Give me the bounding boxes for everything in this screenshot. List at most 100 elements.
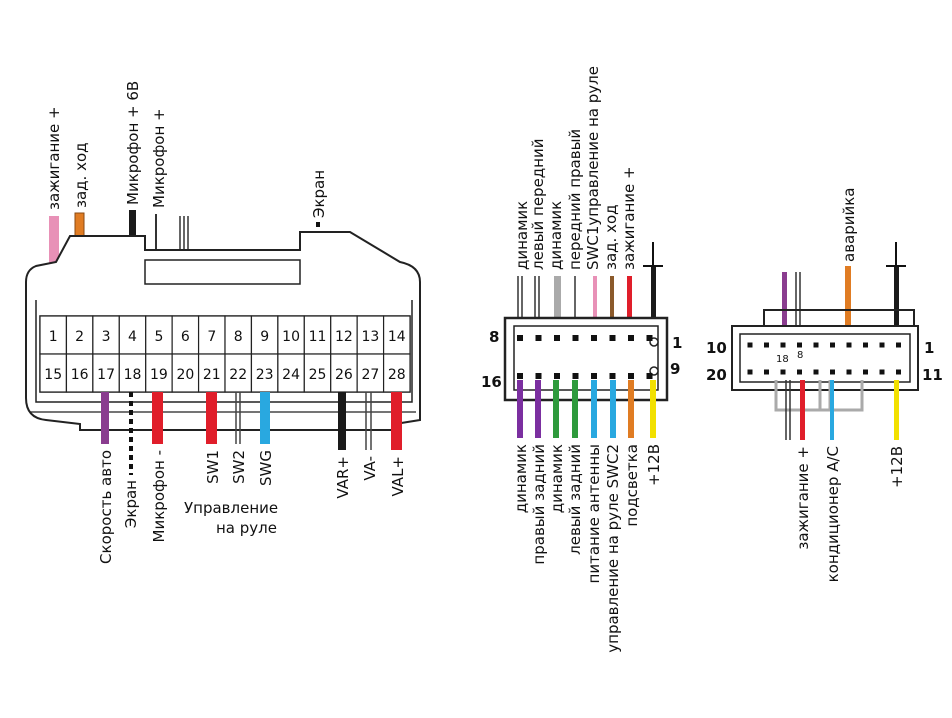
pin-number: 24	[282, 367, 300, 383]
c2-label-plus12: +12В	[645, 444, 663, 486]
pin-contact	[628, 335, 634, 341]
label-varplus: VAR+	[334, 456, 352, 499]
pin-cell	[118, 353, 147, 393]
connector-20pin: 10 1 20 11 18 8 аварийка зажигание + кон…	[706, 188, 943, 583]
pin-contact	[517, 373, 523, 379]
pin-contact	[747, 342, 753, 348]
pin-number: 13	[361, 329, 379, 345]
c3-pin-8: 8	[797, 350, 803, 361]
pin-number: 7	[207, 329, 216, 345]
pin-contact	[830, 369, 835, 375]
pin-number: 22	[229, 367, 247, 383]
pin-number: 4	[128, 329, 137, 345]
c2-label-b-speaker: динамик	[512, 444, 530, 513]
c3-label-ac: кондиционер A/C	[824, 446, 842, 582]
pin-contact	[780, 342, 786, 348]
c2-label-swc2: управление на руле SWC2	[604, 444, 622, 653]
label-swg: SWG	[257, 450, 275, 486]
ground-wire-3	[894, 266, 899, 342]
pin-contact	[628, 373, 634, 379]
pin-contact	[863, 342, 868, 348]
pin-cell	[92, 353, 120, 393]
pin-contact	[780, 369, 786, 375]
pin-number: 8	[234, 329, 243, 345]
pin-number: 14	[388, 329, 406, 345]
label-vaminus: VA-	[361, 456, 379, 481]
pin-cell	[145, 315, 173, 355]
pin-number: 23	[256, 367, 274, 383]
pin-cell	[382, 353, 411, 393]
pin-number: 5	[154, 329, 163, 345]
pin-cell	[356, 315, 385, 355]
pin-contact	[535, 335, 542, 341]
c3-label-hazard: аварийка	[840, 188, 858, 263]
pin-contact	[896, 369, 901, 375]
wire-swg-blue	[260, 392, 270, 444]
c3-pin-11: 11	[922, 366, 943, 384]
pin-cell	[303, 353, 332, 393]
pin-contact	[764, 369, 769, 375]
c3-label-ignition: зажигание +	[794, 446, 812, 550]
label-micplus: Микрофон +	[150, 108, 168, 208]
label-speed: Скорость авто	[97, 450, 115, 564]
pin-contact	[879, 369, 885, 375]
pin-number: 3	[102, 329, 111, 345]
pin-cell	[171, 315, 200, 355]
pin-number: 2	[75, 329, 84, 345]
pin-contact	[830, 342, 835, 348]
c3-pin-1: 1	[924, 339, 934, 357]
pin-contact	[747, 369, 753, 375]
pin-contact	[554, 335, 560, 341]
label-steering-line2: на руле	[216, 519, 277, 537]
pin-number: 10	[282, 329, 300, 345]
pin-contact	[609, 335, 616, 341]
pin-contact	[764, 342, 769, 348]
pin-cell	[382, 315, 411, 355]
pin-number: 27	[361, 367, 379, 383]
c2-pin-16: 16	[481, 373, 502, 391]
ground-wire-2	[651, 266, 656, 322]
c2-label-b-speaker2: динамик	[548, 444, 566, 513]
wire-speed-purple	[101, 392, 109, 444]
pin-contact	[813, 369, 819, 375]
pin-contact	[813, 342, 819, 348]
label-valplus: VAL+	[389, 456, 407, 497]
label-reverse: зад. ход	[72, 142, 90, 208]
c3-pin-18: 18	[776, 354, 789, 365]
c2-label-ignition: зажигание +	[620, 166, 638, 270]
label-screen-top: Экран	[310, 170, 328, 218]
pin-number: 6	[181, 329, 190, 345]
connector-16pin: 8 1 16 9 динамик левый передний динамик …	[481, 66, 682, 653]
pin-contact	[535, 373, 542, 379]
pin-contact	[572, 373, 579, 379]
pin-number: 18	[124, 367, 142, 383]
pin-number: 1	[49, 329, 58, 345]
pin-contact	[797, 342, 802, 348]
pin-contact	[896, 342, 901, 348]
pin-cell	[39, 353, 68, 393]
pin-number: 20	[176, 367, 194, 383]
c2-label-front-right: передний правый	[566, 129, 584, 270]
c2-pin-1: 1	[672, 334, 682, 352]
pin-cell	[145, 353, 173, 393]
c2-pin-8: 8	[489, 328, 499, 346]
label-sw1: SW1	[204, 450, 222, 484]
pin-number: 16	[71, 367, 89, 383]
pin-cell	[197, 315, 226, 355]
label-micminus: Микрофон -	[150, 450, 168, 542]
pin-number: 11	[309, 329, 327, 345]
pin-number: 28	[388, 367, 406, 383]
pin-contact	[846, 342, 852, 348]
c2-label-left-front: левый передний	[529, 139, 547, 270]
wire-valplus-red	[391, 392, 402, 450]
c2-label-swc1: SWC1управление на руле	[584, 66, 602, 270]
label-sw2: SW2	[230, 450, 248, 484]
c2-label-rear-left: левый задний	[566, 444, 584, 555]
pin-contact	[797, 369, 802, 375]
pin-contact	[646, 335, 653, 341]
label-ignition: зажигание +	[45, 106, 63, 210]
pin-cell	[277, 353, 305, 393]
pin-contact	[863, 369, 868, 375]
